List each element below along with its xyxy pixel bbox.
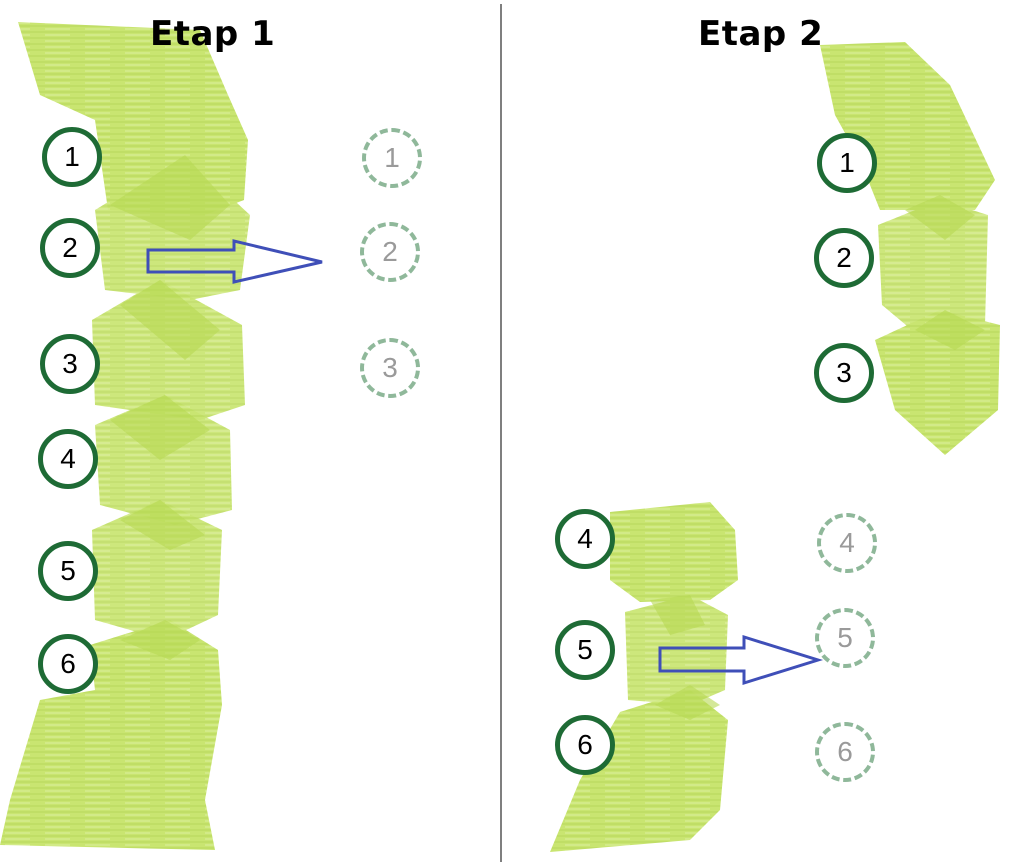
strip-overlap [650,595,705,635]
step-circle-1: 1 [817,133,877,193]
strip-segment [875,310,1000,455]
strip-segment [92,280,245,420]
move-arrow-stage2 [658,634,824,686]
strip-overlap [905,195,975,240]
strip-segment [0,620,222,850]
strip-segment [878,200,988,345]
step-circle-1: 1 [42,127,102,187]
step-circle-4: 4 [555,509,615,569]
step-circle-4: 4 [38,429,98,489]
strip-overlap [110,395,210,460]
strip-overlap [120,620,200,660]
strip-overlap [120,500,205,550]
step-circle-3: 3 [814,343,874,403]
step-circle-3: 3 [40,334,100,394]
step-circle-2: 2 [40,218,100,278]
step-circle-5: 5 [555,620,615,680]
strip-overlap [120,280,220,360]
strip-segment [610,502,738,602]
stage1-title: Etap 1 [150,14,276,54]
strip-overlap [915,310,985,350]
step-circle-6: 6 [38,634,98,694]
stage2-bottom-strip [550,502,738,852]
step-circle-6: 6 [555,715,615,775]
strip-overlap [110,155,230,240]
ghost-circle-6: 6 [815,722,875,782]
stage1-strip [0,22,250,850]
step-circle-2: 2 [814,228,874,288]
step-circle-5: 5 [38,541,98,601]
strip-overlap [655,685,720,720]
ghost-circle-5: 5 [815,608,875,668]
strip-segment [550,690,728,852]
stage2-title: Etap 2 [698,14,824,54]
ghost-circle-3: 3 [360,338,420,398]
move-arrow-stage1 [146,239,323,284]
ghost-circle-4: 4 [817,513,877,573]
ghost-circle-2: 2 [360,222,420,282]
ghost-circle-1: 1 [362,128,422,188]
